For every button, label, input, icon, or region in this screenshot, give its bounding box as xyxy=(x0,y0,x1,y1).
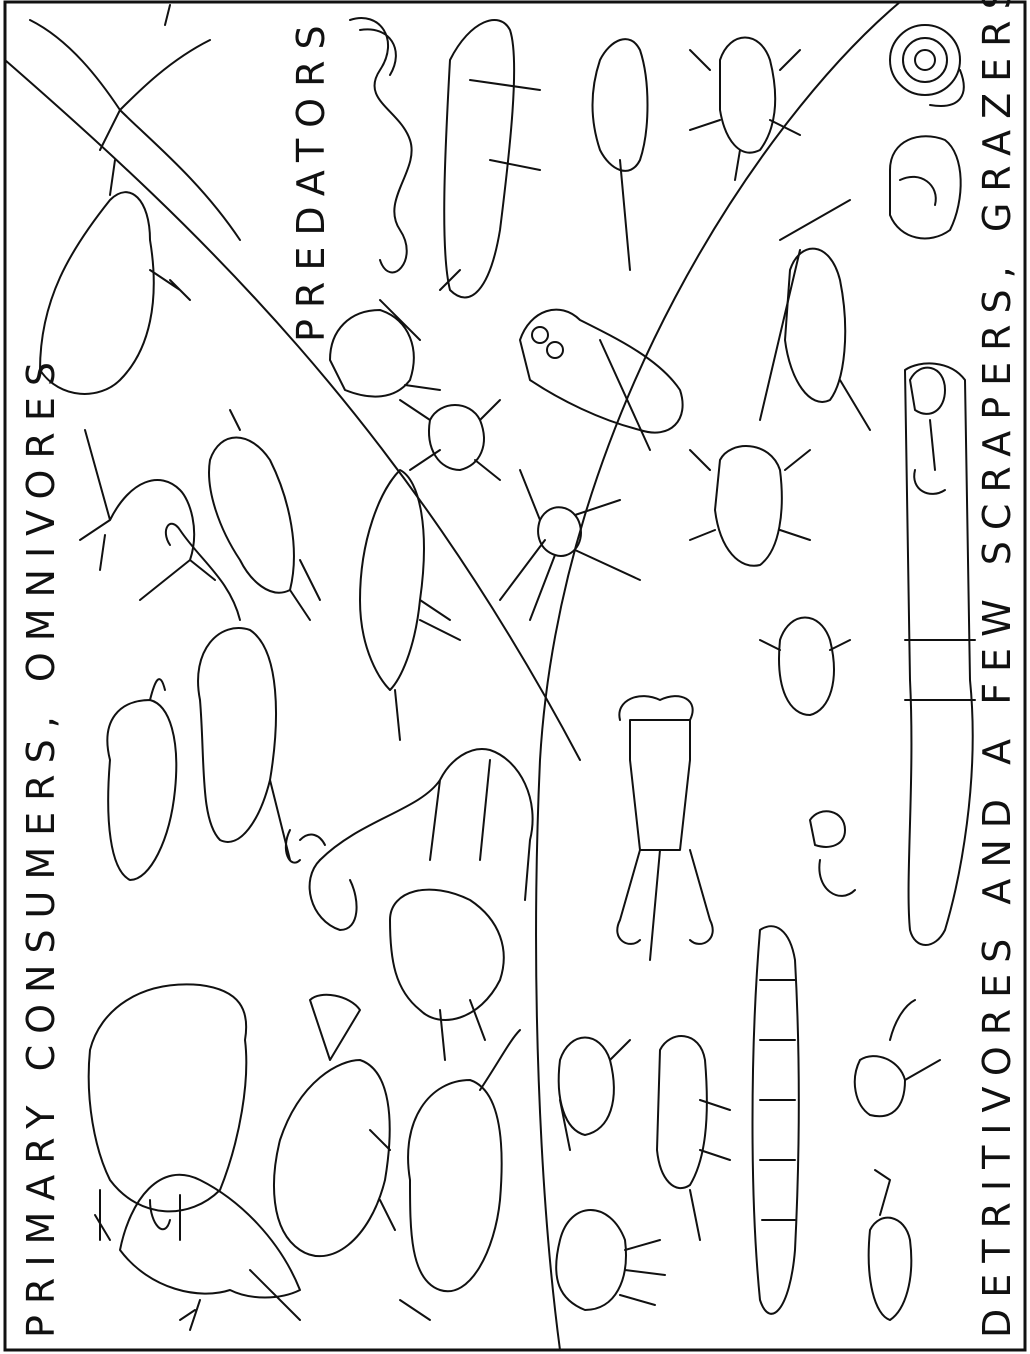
divider-detritivores xyxy=(536,2,900,1350)
frog-icon xyxy=(330,300,440,397)
cricket-icon xyxy=(559,1038,630,1151)
deer-icon xyxy=(286,749,533,930)
beaver-icon xyxy=(274,995,395,1256)
woodpecker-icon xyxy=(95,1175,300,1330)
tern-icon xyxy=(30,5,240,240)
mite-icon xyxy=(556,1210,665,1310)
spider-icon xyxy=(500,470,640,620)
snake-icon xyxy=(350,18,412,272)
rabbit-icon xyxy=(400,1030,520,1320)
swallow-icon xyxy=(80,430,215,600)
salamander-icon xyxy=(440,20,540,298)
sparrow-icon xyxy=(360,470,460,740)
squirrel-icon xyxy=(390,890,504,1060)
snail-shell-icon xyxy=(890,136,961,238)
millipede-icon xyxy=(753,926,799,1314)
woodchuck-icon xyxy=(107,679,176,880)
bear-icon xyxy=(89,984,247,1240)
grasshopper-icon xyxy=(760,200,870,430)
beetle-icon xyxy=(690,38,800,181)
detritivores-label: DETRITIVORES AND A FEW SCRAPERS, GRAZERS xyxy=(978,0,1016,1338)
ant-small-icon xyxy=(810,811,855,896)
tick-icon xyxy=(400,400,500,480)
snail-icon xyxy=(890,25,964,106)
primary-consumers-label: PRIMARY CONSUMERS, OMNIVORES xyxy=(22,351,60,1338)
ground-beetle-icon xyxy=(657,1036,730,1240)
crayfish-icon xyxy=(617,696,712,960)
goose-icon xyxy=(166,524,290,860)
isopod-icon xyxy=(760,618,850,716)
ant-icon xyxy=(910,368,945,494)
centipede-icon xyxy=(869,1170,912,1320)
dung-beetle-icon xyxy=(690,446,810,566)
predators-label: PREDATORS xyxy=(292,14,330,342)
springtail-icon xyxy=(855,1000,940,1116)
shrew-icon xyxy=(593,39,648,270)
earthworm-icon xyxy=(905,363,975,945)
frame-border xyxy=(5,2,1025,1350)
